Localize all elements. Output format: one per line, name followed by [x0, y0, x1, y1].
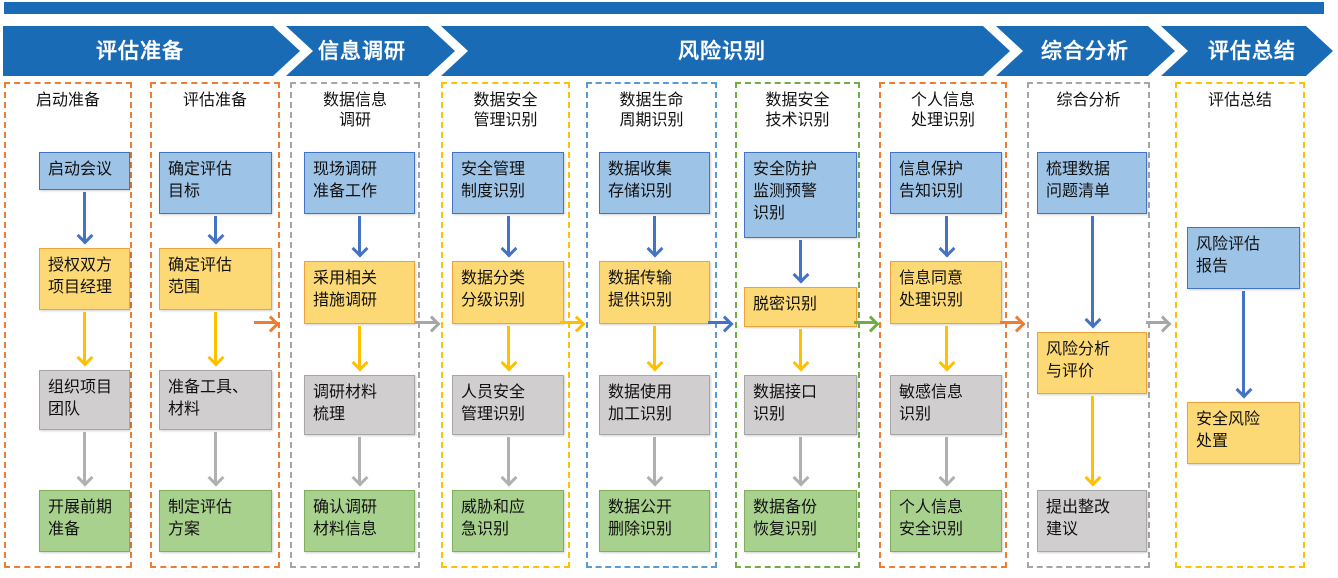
arrow-down-icon	[76, 192, 92, 246]
flow-step-box: 授权双方 项目经理	[39, 248, 130, 310]
arrow-down-icon	[1084, 216, 1100, 330]
arrow-down-icon	[646, 437, 662, 488]
arrow-right-icon	[415, 314, 442, 330]
column-title: 数据信息 调研	[322, 90, 387, 129]
arrow-down-icon	[1235, 291, 1251, 400]
column-data-security-mgmt-identification: 数据安全 管理识别 安全管理 制度识别 数据分类 分级识别 人员安全 管理识别 …	[441, 82, 570, 568]
flow-step-box: 数据备份 恢复识别	[744, 490, 857, 552]
flow-step-box: 启动会议	[39, 152, 130, 190]
flow-step-box: 现场调研 准备工作	[304, 152, 415, 214]
top-accent-bar	[4, 2, 1324, 14]
phase-label: 信息调研	[318, 39, 406, 63]
column-data-info-survey: 数据信息 调研 现场调研 准备工作 采用相关 措施调研 调研材料 梳理 确认调研…	[290, 82, 420, 568]
flow-step-box: 敏感信息 识别	[890, 375, 1002, 435]
flow-step-box: 脱密识别	[744, 287, 857, 327]
flow-step-box: 确定评估 范围	[159, 248, 272, 310]
flow-step-box: 风险分析 与评价	[1037, 332, 1147, 394]
flow-step-box: 数据传输 提供识别	[599, 261, 710, 324]
arrow-down-icon	[351, 437, 367, 488]
arrow-down-icon	[646, 326, 662, 373]
flow-step-box: 安全防护 监测预警 识别	[744, 152, 857, 238]
arrow-right-icon	[1000, 314, 1027, 330]
flow-step-box: 信息同意 处理识别	[890, 261, 1002, 324]
arrow-down-icon	[938, 326, 954, 373]
arrow-down-icon	[207, 216, 223, 246]
flow-step-box: 威胁和应 急识别	[452, 490, 564, 552]
phase-label: 综合分析	[1041, 39, 1129, 63]
flow-step-box: 采用相关 措施调研	[304, 261, 415, 324]
arrow-right-icon	[1146, 314, 1173, 330]
flow-step-box: 梳理数据 问题清单	[1037, 152, 1147, 214]
flow-step-box: 数据公开 删除识别	[599, 490, 710, 552]
phase-label: 评估总结	[1208, 39, 1296, 63]
flow-step-box: 准备工具、 材料	[159, 370, 272, 430]
column-title: 数据生命 周期识别	[619, 90, 684, 129]
process-phase-banner	[3, 2, 1333, 76]
arrow-down-icon	[500, 216, 516, 259]
arrow-down-icon	[938, 437, 954, 488]
arrow-right-icon	[854, 314, 881, 330]
flow-step-box: 安全管理 制度识别	[452, 152, 564, 214]
flow-step-box: 数据使用 加工识别	[599, 375, 710, 435]
column-title: 数据安全 管理识别	[473, 90, 538, 129]
column-title: 评估总结	[1207, 90, 1272, 109]
arrow-down-icon	[792, 329, 808, 373]
arrow-down-icon	[792, 240, 808, 285]
arrow-right-icon	[560, 314, 587, 330]
flow-step-box: 制定评估 方案	[159, 490, 272, 552]
arrow-down-icon	[792, 437, 808, 488]
flow-step-box: 人员安全 管理识别	[452, 375, 564, 435]
arrow-down-icon	[646, 216, 662, 259]
arrow-down-icon	[938, 216, 954, 259]
arrow-down-icon	[1084, 396, 1100, 488]
column-title: 个人信息 处理识别	[910, 90, 975, 129]
column-assessment-summary: 评估总结 风险评估 报告 安全风险 处置	[1175, 82, 1305, 568]
flow-step-box: 信息保护 告知识别	[890, 152, 1002, 214]
column-title: 评估准备	[182, 90, 247, 109]
flow-step-box: 开展前期 准备	[39, 490, 130, 552]
arrow-down-icon	[500, 437, 516, 488]
column-data-lifecycle-identification: 数据生命 周期识别 数据收集 存储识别 数据传输 提供识别 数据使用 加工识别 …	[586, 82, 717, 568]
flow-step-box: 调研材料 梳理	[304, 375, 415, 435]
arrow-down-icon	[351, 326, 367, 373]
arrow-right-icon	[254, 314, 281, 330]
flow-step-box: 确定评估 目标	[159, 152, 272, 214]
column-data-security-tech-identification: 数据安全 技术识别 安全防护 监测预警 识别 脱密识别 数据接口 识别 数据备份…	[735, 82, 860, 568]
flow-step-box: 个人信息 安全识别	[890, 490, 1002, 552]
flow-step-box: 风险评估 报告	[1187, 227, 1300, 289]
column-personal-info-identification: 个人信息 处理识别 信息保护 告知识别 信息同意 处理识别 敏感信息 识别 个人…	[879, 82, 1007, 568]
flow-step-box: 确认调研 材料信息	[304, 490, 415, 552]
column-assessment-preparation: 评估准备 确定评估 目标 确定评估 范围 准备工具、 材料 制定评估 方案	[150, 82, 280, 568]
column-title: 数据安全 技术识别	[765, 90, 830, 129]
flow-step-box: 提出整改 建议	[1037, 490, 1147, 552]
phase-label: 风险识别	[678, 39, 766, 63]
arrow-down-icon	[207, 432, 223, 488]
column-title: 综合分析	[1056, 90, 1121, 109]
column-launch-preparation: 启动准备 启动会议 授权双方 项目经理 组织项目 团队 开展前期 准备	[4, 82, 132, 568]
arrow-down-icon	[500, 326, 516, 373]
phase-label: 评估准备	[96, 39, 184, 63]
flow-step-box: 组织项目 团队	[39, 370, 130, 430]
flow-step-box: 数据收集 存储识别	[599, 152, 710, 214]
arrow-down-icon	[76, 432, 92, 488]
column-comprehensive-analysis: 综合分析 梳理数据 问题清单 风险分析 与评价 提出整改 建议	[1027, 82, 1150, 568]
flow-step-box: 数据分类 分级识别	[452, 261, 564, 324]
flow-step-box: 数据接口 识别	[744, 375, 857, 435]
column-title: 启动准备	[35, 90, 100, 109]
arrow-down-icon	[351, 216, 367, 259]
arrow-down-icon	[76, 312, 92, 368]
arrow-right-icon	[708, 314, 735, 330]
flow-step-box: 安全风险 处置	[1187, 402, 1300, 464]
arrow-down-icon	[207, 312, 223, 368]
